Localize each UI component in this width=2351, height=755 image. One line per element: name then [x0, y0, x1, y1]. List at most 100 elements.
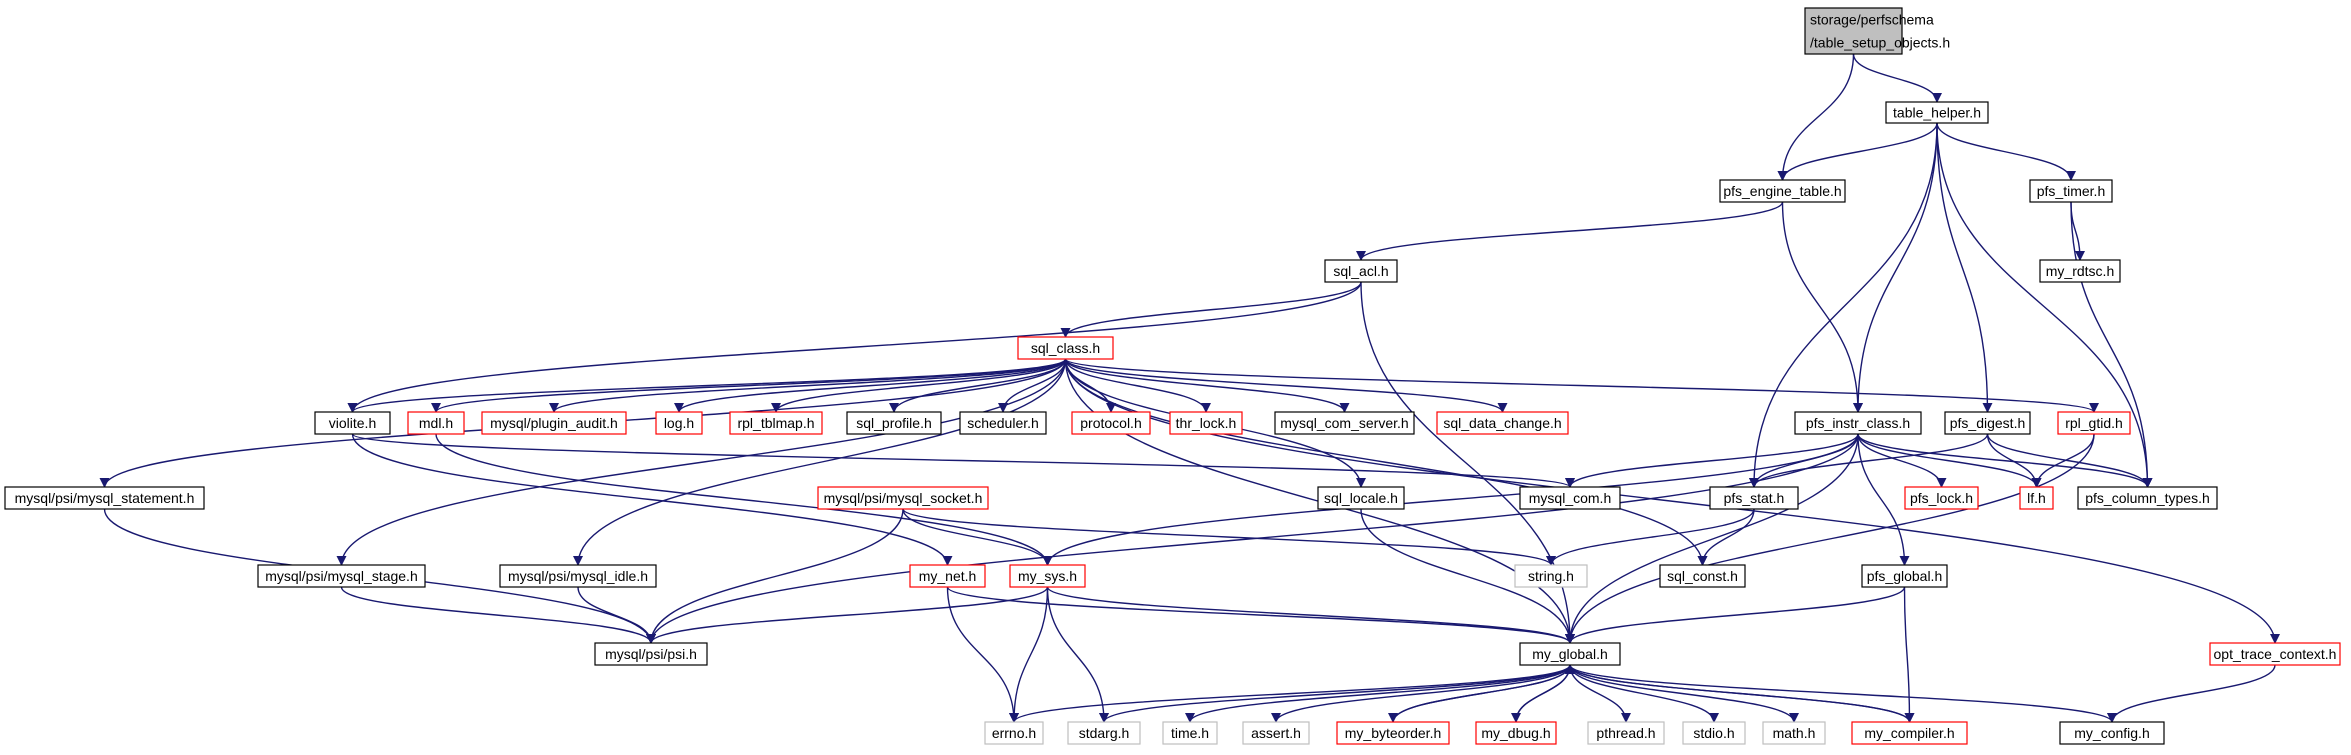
node-time[interactable]: time.h — [1162, 721, 1218, 745]
node-thr-lock[interactable]: thr_lock.h — [1169, 411, 1243, 435]
dependency-edge — [946, 586, 1019, 723]
node-protocol[interactable]: protocol.h — [1071, 411, 1151, 435]
node-pfs-instr-class[interactable]: pfs_instr_class.h — [1794, 411, 1922, 435]
node-mysql-stage[interactable]: mysql/psi/mysql_stage.h — [257, 564, 426, 588]
dependency-edge — [674, 358, 1067, 413]
node-mysql-idle[interactable]: mysql/psi/mysql_idle.h — [499, 564, 657, 588]
node-label: math.h — [1773, 725, 1816, 741]
node-pfs-digest[interactable]: pfs_digest.h — [1944, 411, 2031, 435]
node-pfs-stat[interactable]: pfs_stat.h — [1709, 486, 1799, 510]
node-box — [1885, 101, 1989, 124]
node-box — [1794, 411, 1922, 435]
node-box — [2059, 721, 2165, 745]
node-my-global[interactable]: my_global.h — [1519, 642, 1621, 666]
node-root[interactable]: storage/perfschema/table_setup_objects.h — [1804, 7, 1950, 55]
node-mysql-socket[interactable]: mysql/psi/mysql_socket.h — [817, 486, 989, 510]
node-label: pfs_digest.h — [1950, 415, 2026, 431]
node-box — [2077, 486, 2218, 510]
node-label: rpl_gtid.h — [2065, 415, 2123, 431]
node-box — [1475, 721, 1557, 745]
node-rpl-tblmap[interactable]: rpl_tblmap.h — [729, 411, 823, 435]
node-opt-trace-context[interactable]: opt_trace_context.h — [2209, 642, 2341, 666]
node-label: sql_const.h — [1667, 568, 1738, 584]
node-pfs-engine-table[interactable]: pfs_engine_table.h — [1719, 179, 1846, 203]
dependency-edge — [1356, 201, 1784, 261]
node-stdarg[interactable]: stdarg.h — [1067, 721, 1141, 745]
node-sql-profile[interactable]: sql_profile.h — [846, 411, 942, 435]
node-box — [1017, 336, 1114, 360]
dependency-edge — [1099, 664, 1571, 723]
node-sql-locale[interactable]: sql_locale.h — [1317, 486, 1405, 510]
node-my-byteorder[interactable]: my_byteorder.h — [1336, 721, 1450, 745]
node-errno[interactable]: errno.h — [984, 721, 1044, 745]
node-plugin-audit[interactable]: mysql/plugin_audit.h — [481, 411, 627, 435]
node-stdio[interactable]: stdio.h — [1682, 721, 1746, 745]
node-scheduler[interactable]: scheduler.h — [959, 411, 1047, 435]
dependency-edge — [1857, 433, 2042, 488]
dependency-edge — [1064, 358, 1508, 413]
node-psi[interactable]: mysql/psi/psi.h — [594, 642, 708, 666]
dependency-edge — [1060, 281, 1362, 338]
dependency-edge — [1749, 433, 1989, 488]
node-label: table_helper.h — [1893, 105, 1981, 121]
node-my-compiler[interactable]: my_compiler.h — [1851, 721, 1968, 745]
node-box — [407, 411, 465, 435]
node-sql-const[interactable]: sql_const.h — [1659, 564, 1746, 588]
node-box — [1336, 721, 1450, 745]
dependency-edge — [1857, 433, 1947, 488]
dependency-edge — [1392, 664, 1575, 723]
node-label: mysql/psi/psi.h — [605, 646, 697, 662]
node-label: mdl.h — [419, 415, 453, 431]
node-my-dbug[interactable]: my_dbug.h — [1475, 721, 1557, 745]
node-box — [1587, 721, 1665, 745]
node-pfs-global[interactable]: pfs_global.h — [1861, 564, 1948, 588]
node-box — [1067, 721, 1141, 745]
node-sql-acl[interactable]: sql_acl.h — [1324, 259, 1398, 283]
node-my-net[interactable]: my_net.h — [909, 564, 986, 588]
node-math[interactable]: math.h — [1762, 721, 1826, 745]
node-label: my_rdtsc.h — [2046, 263, 2114, 279]
node-pfs-lock[interactable]: pfs_lock.h — [1904, 486, 1979, 510]
dependency-edge — [1009, 664, 1571, 723]
node-violite[interactable]: violite.h — [314, 411, 391, 435]
edges-layer — [99, 53, 2280, 723]
dependency-edge — [1064, 358, 1211, 413]
node-sql-class[interactable]: sql_class.h — [1017, 336, 1114, 360]
node-my-rdtsc[interactable]: my_rdtsc.h — [2039, 259, 2121, 283]
node-log[interactable]: log.h — [655, 411, 703, 435]
node-pfs-timer[interactable]: pfs_timer.h — [2029, 179, 2113, 203]
dependency-edge — [1853, 122, 1938, 413]
node-string[interactable]: string.h — [1514, 564, 1588, 588]
node-mysql-com[interactable]: mysql_com.h — [1519, 486, 1621, 510]
node-my-config[interactable]: my_config.h — [2059, 721, 2165, 745]
dependency-edge — [902, 508, 1053, 566]
node-mysql-com-server[interactable]: mysql_com_server.h — [1274, 411, 1415, 435]
dependency-edge — [1185, 664, 1571, 723]
dependency-edge — [646, 508, 904, 644]
node-box — [1169, 411, 1243, 435]
node-mdl[interactable]: mdl.h — [407, 411, 465, 435]
node-box — [1317, 486, 1405, 510]
node-lf[interactable]: lf.h — [2019, 486, 2054, 510]
node-box — [594, 642, 708, 666]
node-pthread[interactable]: pthread.h — [1587, 721, 1665, 745]
node-label: stdio.h — [1693, 725, 1734, 741]
node-my-sys[interactable]: my_sys.h — [1009, 564, 1086, 588]
node-box — [2019, 486, 2054, 510]
node-box — [1682, 721, 1746, 745]
node-box — [2039, 259, 2121, 283]
node-box — [1861, 564, 1948, 588]
node-label: mysql/psi/mysql_statement.h — [15, 490, 195, 506]
nodes-layer: storage/perfschema/table_setup_objects.h… — [4, 7, 2341, 745]
node-rpl-gtid[interactable]: rpl_gtid.h — [2057, 411, 2131, 435]
dependency-edge — [1777, 53, 1855, 181]
dependency-edge — [1046, 586, 1575, 644]
node-assert[interactable]: assert.h — [1242, 721, 1310, 745]
dependency-edge — [1852, 53, 1942, 103]
node-pfs-column-types[interactable]: pfs_column_types.h — [2077, 486, 2218, 510]
node-mysql-statement[interactable]: mysql/psi/mysql_statement.h — [4, 486, 205, 510]
node-sql-data-change[interactable]: sql_data_change.h — [1436, 411, 1569, 435]
node-label: my_global.h — [1532, 646, 1608, 662]
dependency-edge — [2107, 664, 2276, 723]
node-table-helper[interactable]: table_helper.h — [1885, 101, 1989, 124]
